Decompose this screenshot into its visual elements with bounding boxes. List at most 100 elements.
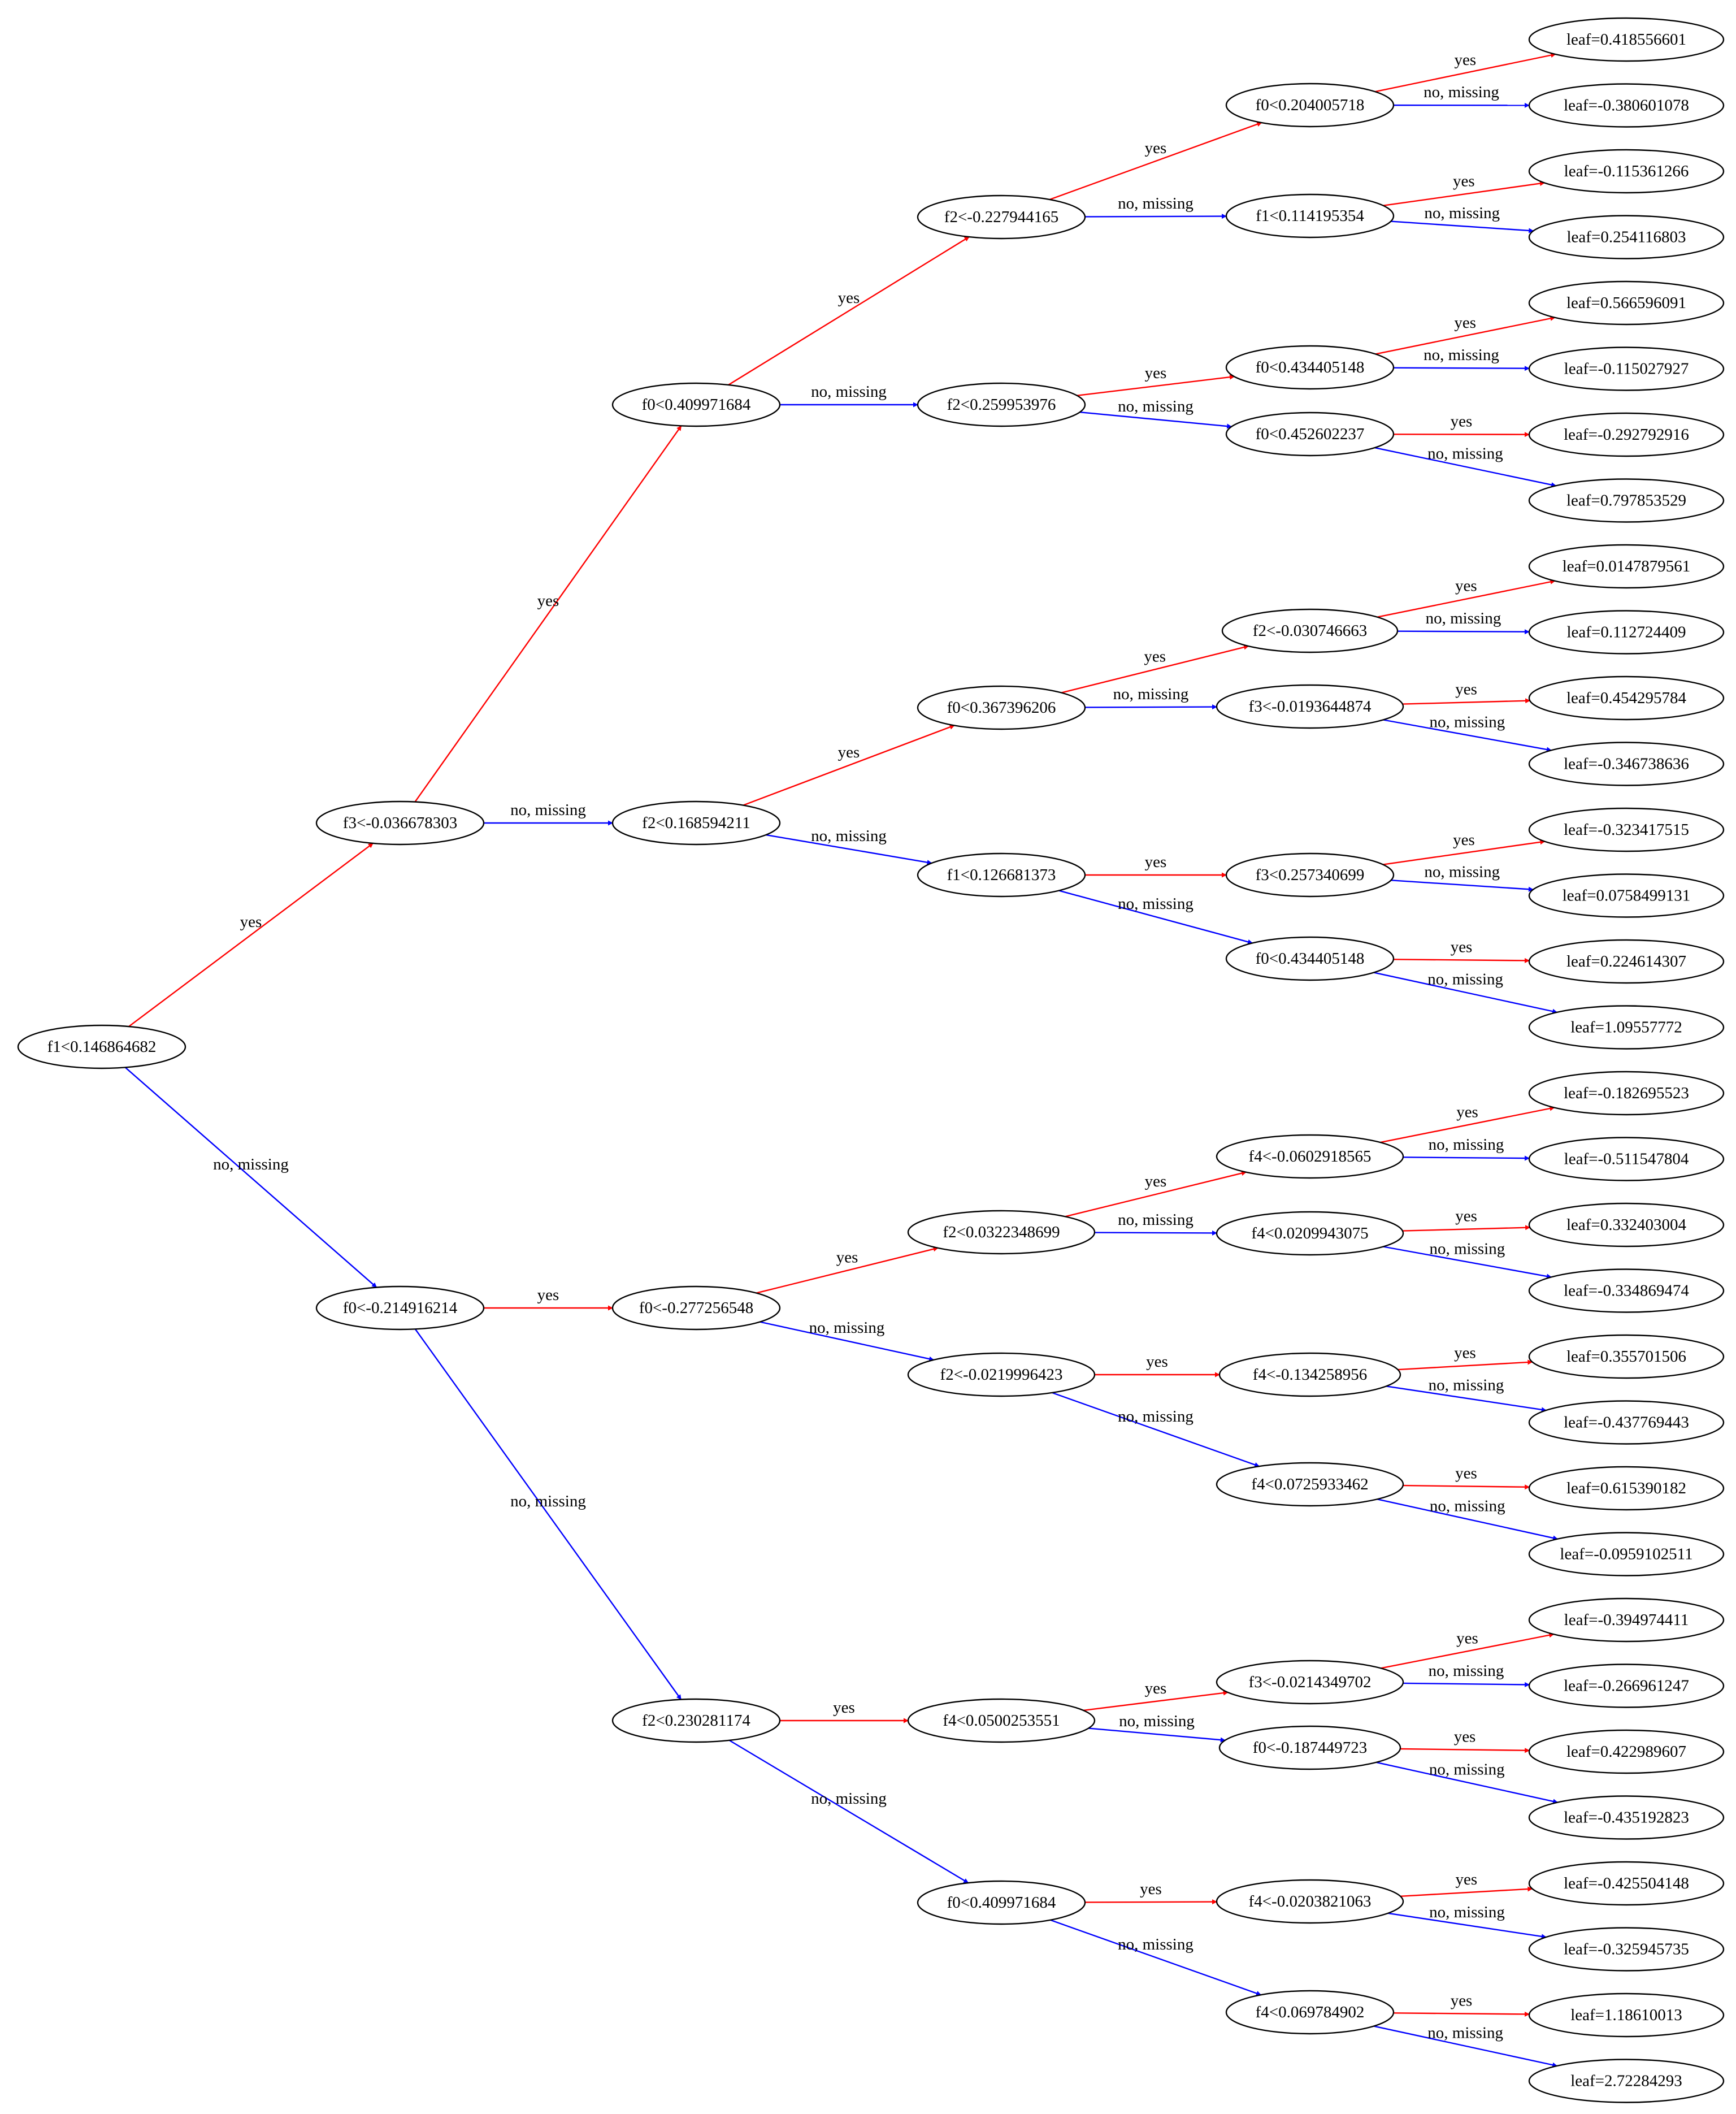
split-node-n8: f2<0.259953976: [917, 382, 1086, 427]
leaf-value: leaf=-0.380601078: [1564, 97, 1689, 115]
node-ellipse: [1528, 280, 1725, 326]
node-ellipse: [1528, 1268, 1725, 1313]
edge-no-missing-n13-n28: [1088, 1727, 1226, 1743]
edge-label-yes: yes: [1140, 1880, 1162, 1898]
leaf-value: leaf=-0.115027927: [1564, 360, 1689, 378]
leaf-value: leaf=0.615390182: [1566, 1479, 1686, 1497]
edge-label-no-missing: no, missing: [1429, 1240, 1505, 1258]
node-ellipse: [1528, 939, 1725, 984]
leaf-value: leaf=0.418556601: [1566, 31, 1686, 49]
edge-label-no-missing: no, missing: [1427, 971, 1503, 989]
edge-label-yes: yes: [537, 592, 559, 610]
split-node-n10: f1<0.126681373: [917, 852, 1086, 898]
leaf-node-l24: leaf=-0.394974411: [1528, 1597, 1725, 1643]
edge-label-no-missing: no, missing: [510, 801, 586, 819]
edge-yes-n30-l30: [1393, 2011, 1530, 2017]
split-condition: f0<0.434405148: [1256, 358, 1365, 376]
split-condition: f3<-0.0193644874: [1249, 698, 1372, 716]
edge-no-missing-n2-n6: [414, 1328, 682, 1700]
leaf-node-l22: leaf=0.615390182: [1528, 1466, 1725, 1511]
leaf-node-l7: leaf=0.797853529: [1528, 478, 1725, 523]
node-ellipse: [1528, 1137, 1725, 1181]
leaf-node-l13: leaf=0.0758499131: [1528, 873, 1725, 918]
edge-yes-n13-n27: [1083, 1690, 1229, 1712]
edge-yes-n9-n19: [1061, 644, 1249, 694]
leaf-node-l20: leaf=0.355701506: [1528, 1334, 1725, 1379]
leaf-value: leaf=-0.325945735: [1564, 1940, 1689, 1959]
leaf-node-l4: leaf=0.566596091: [1528, 280, 1725, 326]
edge-label-yes: yes: [1145, 139, 1167, 157]
edge-no-missing-n14-n30: [1050, 1919, 1262, 1996]
edge-label-no-missing: no, missing: [1429, 1760, 1505, 1778]
node-ellipse: [315, 800, 485, 846]
leaf-node-l29: leaf=-0.325945735: [1528, 1927, 1725, 1972]
split-condition: f3<0.257340699: [1256, 866, 1365, 884]
edge-yes-n4-n9: [743, 725, 955, 806]
edge-no-missing-n22-l15: [1373, 972, 1558, 1014]
leaf-value: leaf=0.332403004: [1566, 1216, 1687, 1234]
leaf-value: leaf=2.72284293: [1570, 2072, 1682, 2090]
leaf-node-l14: leaf=0.224614307: [1528, 939, 1725, 984]
edge-label-no-missing: no, missing: [1430, 1497, 1505, 1515]
split-condition: f4<0.069784902: [1256, 2003, 1365, 2021]
edge-label-no-missing: no, missing: [1118, 397, 1194, 415]
node-ellipse: [1528, 544, 1725, 589]
edge-label-no-missing: no, missing: [1427, 445, 1503, 463]
edge-label-yes: yes: [1451, 938, 1473, 956]
node-ellipse: [1528, 1005, 1725, 1050]
node-ellipse: [1528, 1466, 1725, 1511]
node-ellipse: [1528, 1400, 1725, 1445]
leaf-value: leaf=-0.334869474: [1564, 1282, 1689, 1300]
edge-label-no-missing: no, missing: [1423, 83, 1499, 101]
node-ellipse: [1216, 1211, 1404, 1256]
leaf-node-l30: leaf=1.18610013: [1528, 1992, 1725, 2038]
edge-no-missing-n7-n16: [1084, 214, 1227, 219]
split-condition: f0<0.409971684: [642, 396, 751, 414]
split-condition: f4<-0.0602918565: [1249, 1147, 1372, 1166]
node-ellipse: [1218, 1725, 1401, 1770]
node-ellipse: [1218, 1352, 1401, 1397]
split-node-n3: f0<0.409971684: [611, 382, 781, 427]
edge-yes-n28-l26: [1400, 1748, 1530, 1753]
edge-yes-n24-l18: [1402, 1225, 1531, 1232]
node-ellipse: [1528, 478, 1725, 523]
split-condition: f1<0.146864682: [47, 1038, 157, 1056]
edge-label-yes: yes: [537, 1286, 559, 1304]
edge-label-yes: yes: [1453, 172, 1475, 190]
leaf-node-l21: leaf=-0.437769443: [1528, 1400, 1725, 1445]
split-node-n26: f4<0.0725933462: [1216, 1462, 1404, 1507]
node-ellipse: [1528, 873, 1725, 918]
split-node-n29: f4<-0.0203821063: [1216, 1879, 1404, 1924]
edge-no-missing-n9-n20: [1084, 704, 1217, 710]
edge-label-yes: yes: [1456, 1629, 1478, 1647]
node-ellipse: [917, 382, 1086, 427]
leaf-value: leaf=1.09557772: [1570, 1019, 1682, 1037]
leaf-node-l11: leaf=-0.346738636: [1528, 742, 1725, 786]
edge-label-no-missing: no, missing: [1118, 1211, 1194, 1229]
leaf-node-l1: leaf=-0.380601078: [1528, 83, 1725, 128]
nodes-layer: f1<0.146864682f3<-0.036678303f0<-0.21491…: [17, 17, 1725, 2103]
node-ellipse: [1225, 83, 1395, 128]
node-ellipse: [1216, 1134, 1404, 1179]
leaf-value: leaf=-0.435192823: [1564, 1809, 1689, 1827]
edge-no-missing-n26-l23: [1377, 1498, 1559, 1541]
leaf-value: leaf=0.0758499131: [1563, 887, 1691, 905]
split-condition: f0<-0.277256548: [639, 1299, 753, 1317]
edge-no-missing-n27-l25: [1403, 1682, 1530, 1687]
leaf-value: leaf=0.422989607: [1566, 1743, 1686, 1761]
leaf-node-l8: leaf=0.0147879561: [1528, 544, 1725, 589]
node-ellipse: [1216, 1660, 1404, 1705]
node-ellipse: [611, 1698, 781, 1743]
edge-label-no-missing: no, missing: [1429, 1376, 1504, 1394]
edge-yes-n26-l22: [1403, 1484, 1530, 1490]
edge-yes-n17-l4: [1375, 315, 1556, 355]
node-ellipse: [1528, 1532, 1725, 1576]
leaf-node-l12: leaf=-0.323417515: [1528, 807, 1725, 852]
edge-label-yes: yes: [1454, 314, 1476, 332]
edge-yes-n8-n17: [1077, 374, 1235, 397]
split-node-n18: f0<0.452602237: [1225, 411, 1395, 457]
node-ellipse: [1528, 2059, 1725, 2103]
edge-label-yes: yes: [1455, 51, 1477, 69]
split-node-n28: f0<-0.187449723: [1218, 1725, 1401, 1770]
